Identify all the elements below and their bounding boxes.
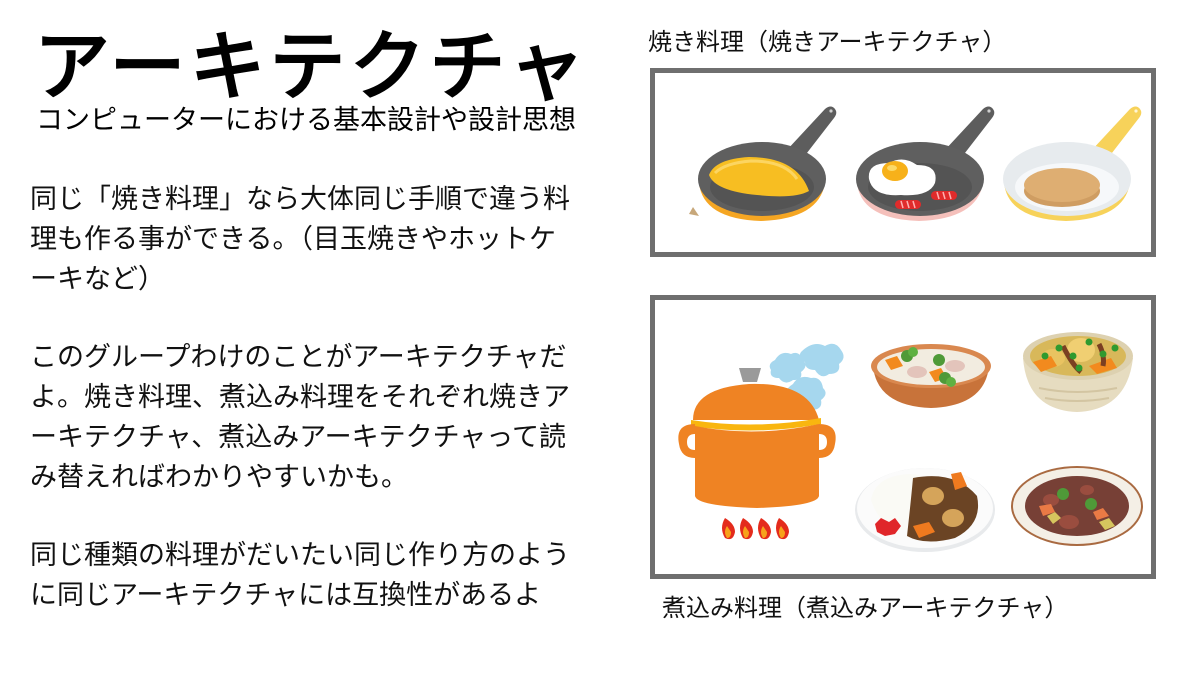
paragraph-1: 同じ「焼き料理」なら大体同じ手順で違う料 理も作る事ができる。（目玉焼きやホット… bbox=[30, 180, 610, 300]
paragraph-3: 同じ種類の料理がだいたい同じ作り方のよう に同じアーキテクチャには互換性があるよ bbox=[30, 536, 610, 616]
stew-panel bbox=[650, 295, 1156, 579]
nikujaga-bowl-icon bbox=[1023, 332, 1133, 412]
paragraph-line: 理も作る事ができる。（目玉焼きやホットケ bbox=[30, 224, 556, 255]
paragraph-line: に同じアーキテクチャには互換性があるよ bbox=[30, 580, 542, 611]
paragraph-line: このグループわけのことがアーキテクチャだ bbox=[30, 342, 567, 373]
stock-pot-icon bbox=[678, 343, 844, 540]
grill-panel bbox=[650, 68, 1156, 257]
cream-stew-icon bbox=[871, 344, 991, 408]
paragraph-line: よ。焼き料理、煮込み料理をそれぞれ焼きア bbox=[30, 382, 570, 413]
paragraph-line: 同じ「焼き料理」なら大体同じ手順で違う料 bbox=[30, 184, 570, 215]
paragraph-2: このグループわけのことがアーキテクチャだ よ。焼き料理、煮込み料理をそれぞれ焼き… bbox=[30, 338, 610, 498]
slide-subtitle: コンピューターにおける基本設計や設計思想 bbox=[36, 105, 576, 136]
stew-caption: 煮込み料理（煮込みアーキテクチャ） bbox=[662, 594, 1069, 622]
pancake-pan-icon bbox=[1003, 106, 1142, 221]
grill-caption: 焼き料理（焼きアーキテクチャ） bbox=[648, 28, 1007, 56]
paragraph-line: み替えればわかりやすいかも。 bbox=[30, 462, 408, 493]
paragraph-line: ーキテクチャ、煮込みアーキテクチャって読 bbox=[30, 422, 566, 453]
paragraph-line: ーキなど） bbox=[30, 264, 165, 295]
fried-egg-pan-icon bbox=[856, 106, 995, 221]
beef-stew-icon bbox=[1011, 466, 1143, 546]
paragraph-line: 同じ種類の料理がだいたい同じ作り方のよう bbox=[30, 540, 570, 571]
slide-title: アーキテクチャ bbox=[34, 22, 589, 111]
curry-rice-icon bbox=[855, 468, 995, 552]
omelette-pan-icon bbox=[689, 106, 837, 221]
